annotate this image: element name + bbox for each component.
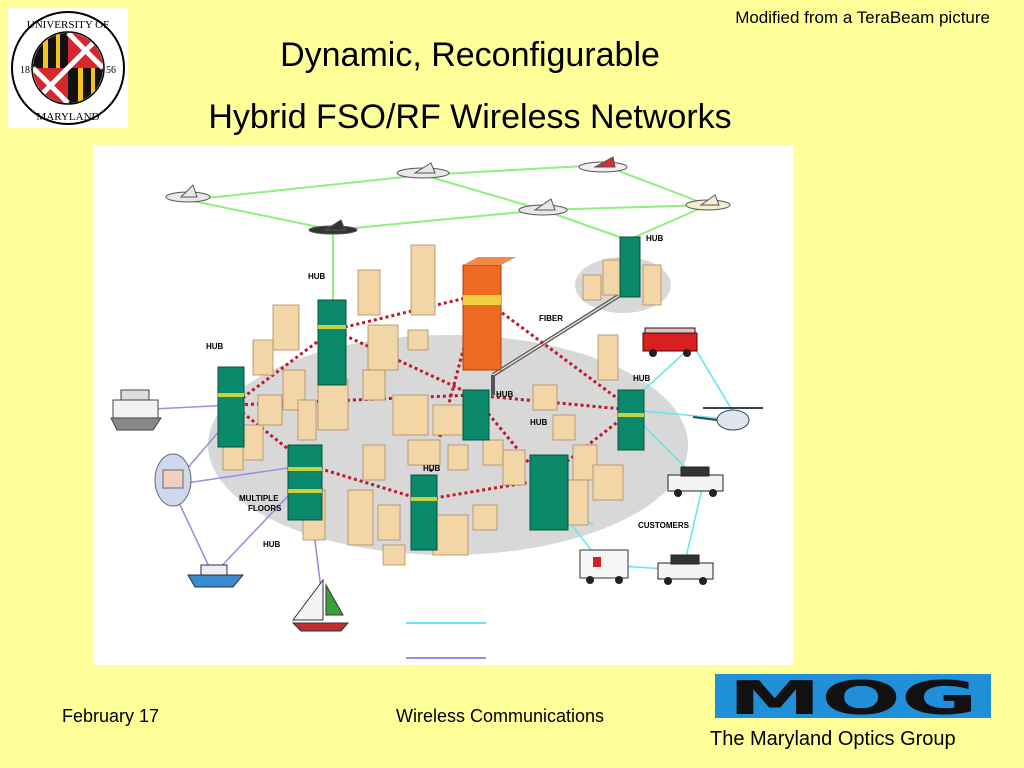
university-seal-logo: UNIVERSITY OF MARYLAND 18 56 xyxy=(8,8,128,128)
aircraft-6-icon xyxy=(308,219,358,235)
aircraft-4-icon xyxy=(518,198,568,216)
mog-logo-background xyxy=(715,674,991,718)
hub-label: HUB xyxy=(633,374,651,383)
hub-label: HUB xyxy=(308,272,326,281)
police-car-2-icon xyxy=(657,554,714,585)
hub-label: HUB xyxy=(423,464,441,473)
seal-outer-ring xyxy=(11,11,125,125)
mog-logo-text: MOG xyxy=(728,674,978,718)
maryland-flag-emblem xyxy=(33,33,103,103)
slide-title-line-2: Hybrid FSO/RF Wireless Networks xyxy=(208,98,732,136)
hub-tower-bands xyxy=(218,325,644,501)
multiple-floors-label-line-2: FLOORS xyxy=(248,504,282,513)
slide-title-line-1: Dynamic, Reconfigurable xyxy=(280,36,660,74)
image-credit: Modified from a TeraBeam picture xyxy=(735,8,990,27)
helicopter-icon xyxy=(692,407,763,431)
fiber-link xyxy=(491,288,630,395)
seal-text-top: UNIVERSITY OF xyxy=(27,19,109,31)
seal-year-left: 18 xyxy=(20,65,30,76)
seal-year-right: 56 xyxy=(106,65,116,76)
central-orange-tower xyxy=(462,257,516,371)
hub-label: HUB xyxy=(646,234,664,243)
footer-organization: The Maryland Optics Group xyxy=(710,728,956,750)
hybrid-network-diagram: HUB HUB HUB HUB HUB HUB HUB HUB FIBER MU… xyxy=(93,145,793,665)
hub-label: HUB xyxy=(206,342,224,351)
footer-course-title: Wireless Communications xyxy=(396,706,605,726)
seal-text-bottom: MARYLAND xyxy=(37,111,100,123)
aircraft-2-icon xyxy=(396,162,450,179)
aircraft-3-icon xyxy=(578,156,628,173)
ferry-icon xyxy=(110,389,162,431)
aircraft-1-icon xyxy=(165,184,211,203)
police-car-1-icon xyxy=(667,466,724,497)
hub-label: HUB xyxy=(496,390,514,399)
fire-truck-icon xyxy=(642,327,698,357)
mog-logo: MOG xyxy=(715,674,991,718)
fiber-label: FIBER xyxy=(539,314,563,323)
hub-label: HUB xyxy=(263,540,281,549)
hub-label: HUB xyxy=(530,418,548,427)
ambulance-icon xyxy=(579,549,629,584)
boat-icon xyxy=(187,564,245,588)
customers-label: CUSTOMERS xyxy=(638,521,690,530)
hub-towers xyxy=(217,236,645,551)
sailboat-icon xyxy=(291,578,350,632)
seal-inner-ring xyxy=(31,31,105,105)
footer-date: February 17 xyxy=(62,706,160,726)
aircraft-5-icon xyxy=(685,194,731,211)
fso-air-links xyxy=(187,164,709,300)
ship-icon xyxy=(154,453,192,507)
aircraft-group xyxy=(165,156,731,235)
multiple-floors-label-line-1: MULTIPLE xyxy=(239,494,279,503)
